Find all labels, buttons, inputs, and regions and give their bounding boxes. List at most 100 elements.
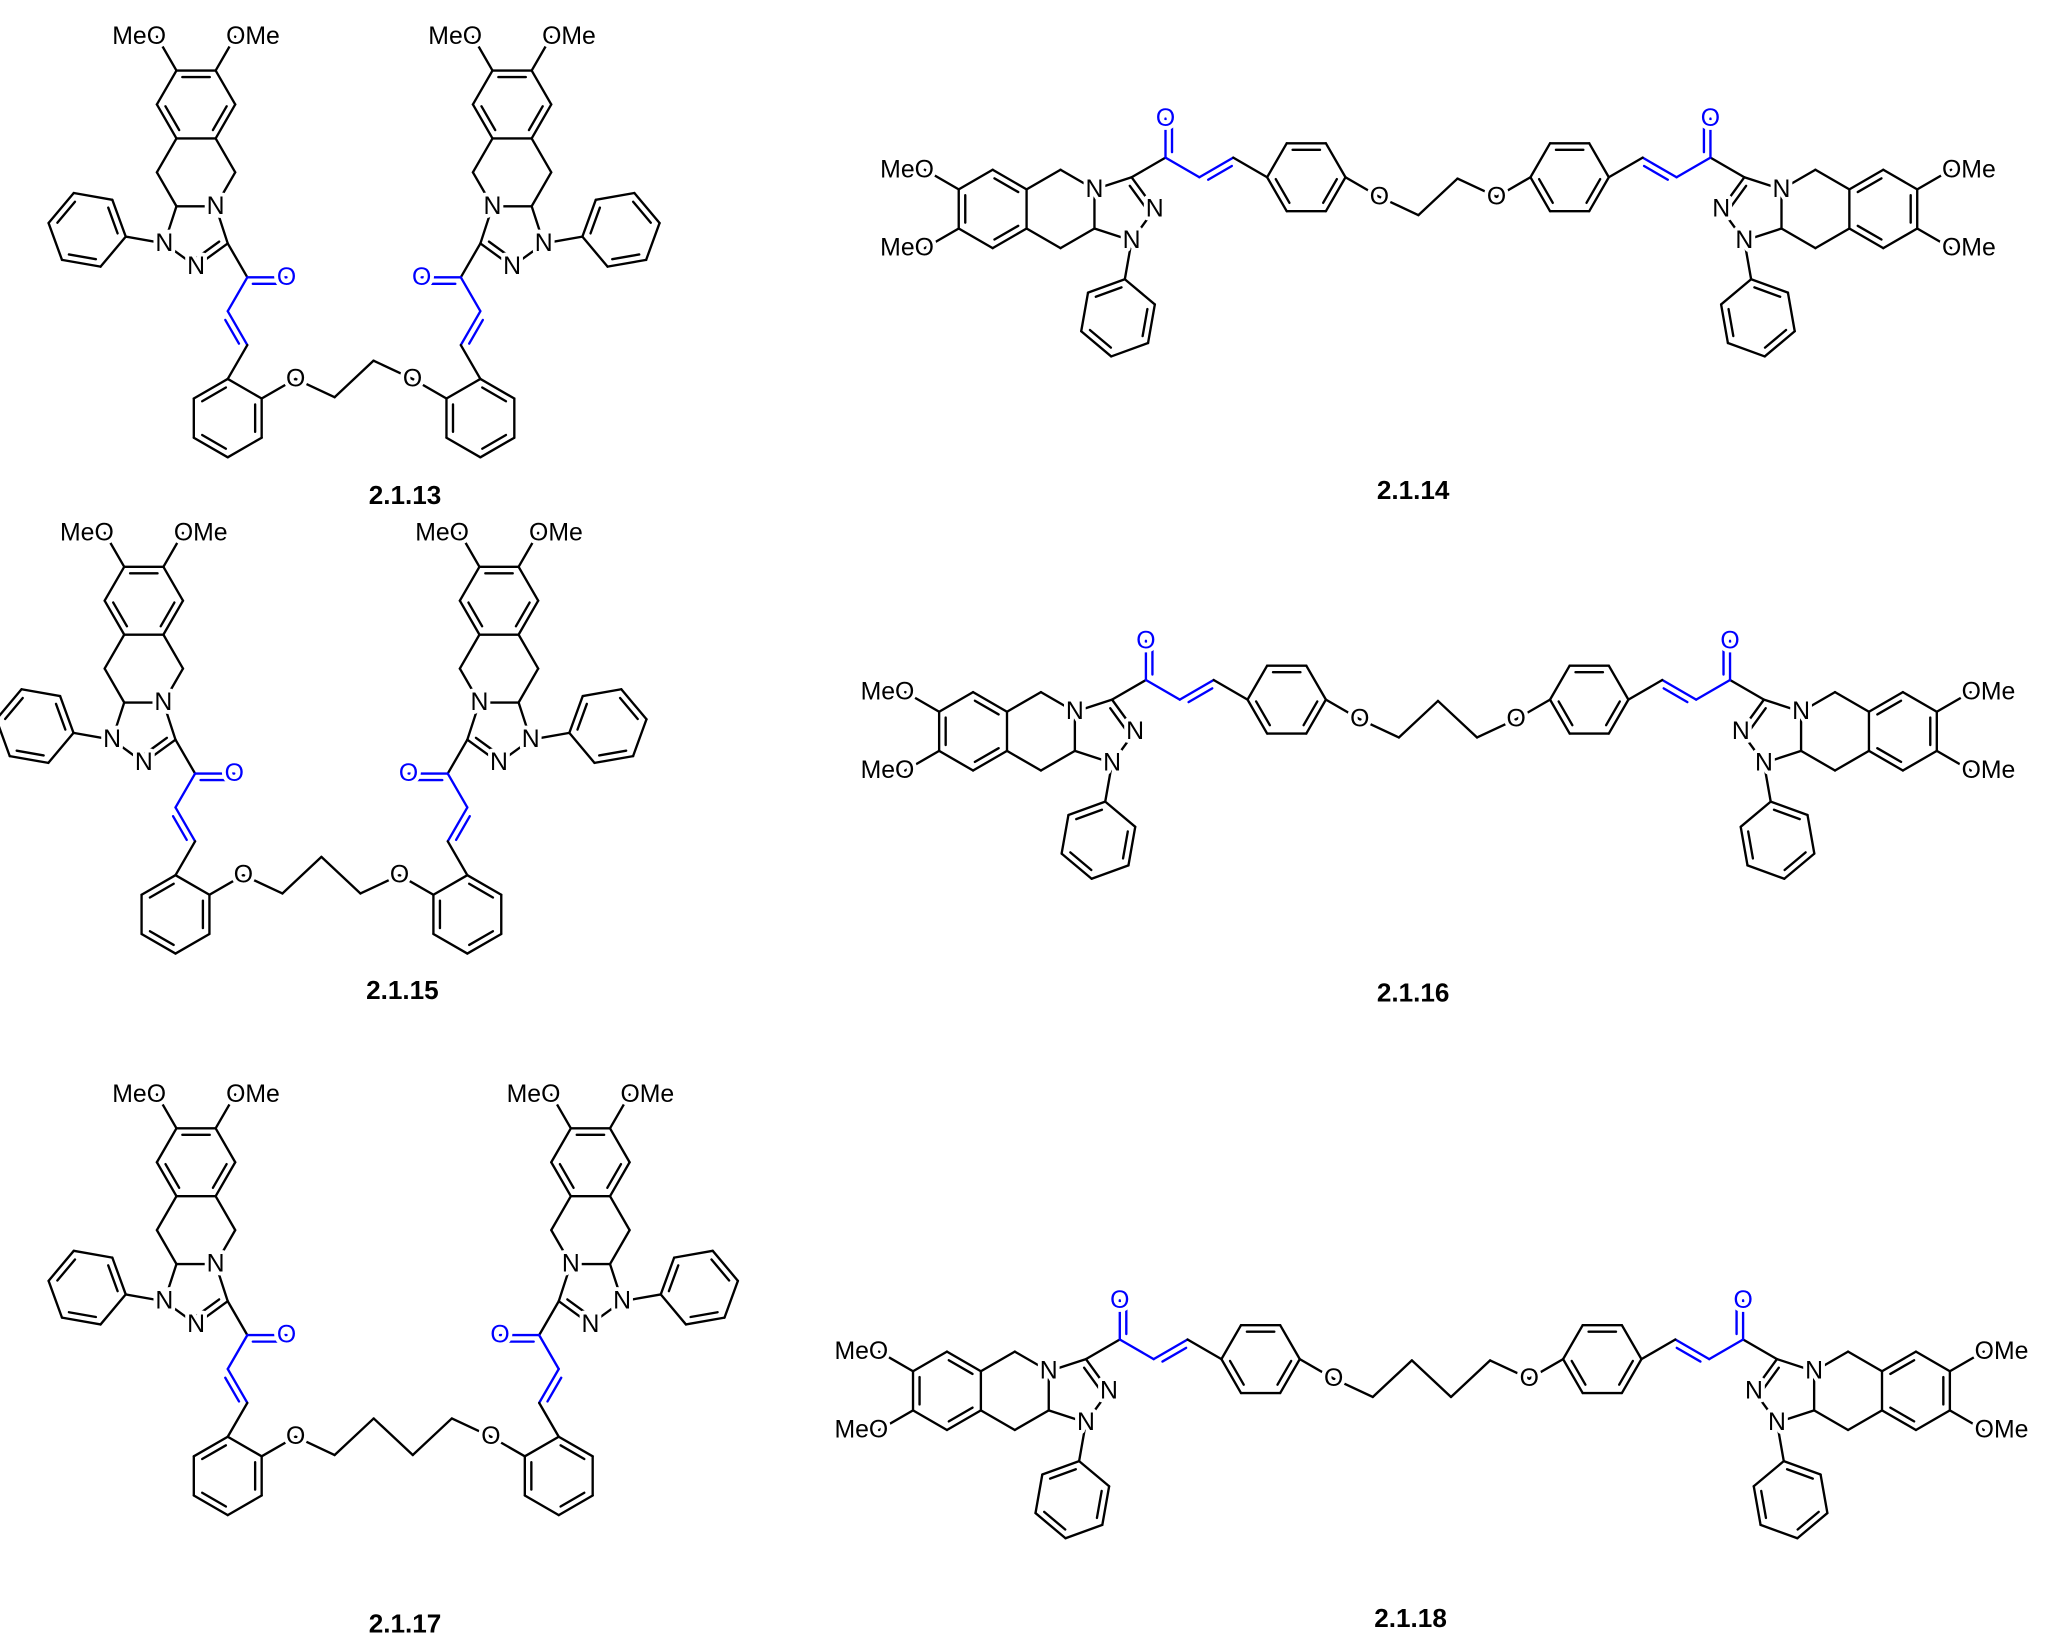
n-phenyl-bond: [1743, 239, 1753, 281]
vinyl-double-bond: [171, 815, 188, 842]
bond: [1720, 207, 1746, 242]
ether-bond: [1324, 698, 1361, 721]
ether-oxygen-label: O: [390, 862, 409, 889]
aromatic-double-bond: [1254, 700, 1272, 727]
bond: [1013, 1350, 1050, 1373]
ring-bond: [1719, 303, 1730, 345]
ether-bond: [260, 377, 297, 400]
ring-bond: [471, 69, 494, 106]
ring-bond: [1759, 1523, 1799, 1540]
aromatic-double-bond: [148, 882, 175, 899]
bond: [1846, 1350, 1884, 1373]
bond: [1640, 1338, 1677, 1361]
aromatic-double-bond: [947, 1406, 974, 1423]
bond: [608, 1195, 631, 1232]
ether-bond: [489, 1435, 526, 1458]
bond: [1110, 678, 1148, 701]
ring-bond: [633, 191, 661, 225]
bond: [1025, 168, 1062, 191]
methoxy-bond: [517, 531, 540, 568]
aromatic-double-bond: [56, 1258, 77, 1282]
ether-oxygen-label: O: [481, 1423, 500, 1450]
bond: [471, 171, 494, 208]
enone-bond: [459, 276, 482, 313]
linker-bond: [1436, 699, 1479, 739]
n-phenyl-bond: [72, 731, 114, 741]
enone-bond: [226, 1333, 249, 1371]
n-phenyl-bond: [1104, 761, 1114, 803]
ring-bond: [1726, 341, 1766, 358]
methoxy-bond: [1916, 227, 1953, 250]
ring-bond: [1880, 1350, 1918, 1373]
carbonyl-oxygen-label: O: [225, 760, 244, 787]
imine-double-bond: [1728, 184, 1748, 210]
nitrogen-label: N: [207, 1251, 225, 1278]
carbonyl-oxygen-label: O: [1156, 105, 1175, 132]
vinyl-double-bond: [467, 318, 485, 345]
aromatic-double-bond: [1276, 1359, 1293, 1386]
linker-bond: [333, 359, 375, 399]
linker-bond: [242, 874, 284, 895]
aromatic-double-bond: [1753, 286, 1782, 298]
methoxy-label: MeO: [880, 156, 934, 183]
ring-bond: [1123, 278, 1157, 306]
ring-bond: [174, 874, 211, 896]
aromatic-double-bond: [1274, 177, 1291, 205]
ring-bond: [1914, 1350, 1952, 1373]
aromatic-double-bond: [1727, 307, 1735, 338]
vinyl-bond: [174, 806, 197, 843]
aromatic-double-bond: [1557, 700, 1574, 727]
ring-bond: [1265, 176, 1288, 213]
methoxy-bond: [923, 227, 960, 250]
enone-bond: [1694, 678, 1732, 701]
bond: [1005, 749, 1043, 772]
bond: [459, 242, 482, 279]
enone-bond: [446, 772, 469, 809]
ring-bond: [530, 69, 553, 106]
aromatic-double-bond: [1322, 177, 1339, 205]
methoxy-label: OMe: [1962, 679, 2016, 706]
aromatic-double-bond: [993, 224, 1020, 241]
bond: [550, 1195, 573, 1232]
aromatic-double-bond: [611, 253, 641, 261]
methoxy-label: OMe: [1975, 1416, 2029, 1443]
ring-bond: [1620, 1357, 1643, 1395]
ring-bond: [479, 436, 516, 459]
imine-double-bond: [566, 1298, 591, 1317]
ether-oxygen-label: O: [1520, 1365, 1539, 1392]
bond: [979, 1409, 1016, 1432]
ring-bond: [1752, 1485, 1762, 1527]
ring-bond: [911, 1350, 949, 1373]
bond: [466, 701, 481, 741]
ring-bond: [937, 690, 975, 713]
enone-bond: [1708, 1338, 1745, 1361]
vinyl-bond: [1661, 678, 1698, 701]
ring-bond: [432, 932, 469, 955]
ring-bond: [1901, 749, 1938, 772]
aromatic-double-bond: [200, 433, 228, 450]
aromatic-double-bond: [1876, 747, 1903, 764]
aromatic-double-bond: [973, 699, 1000, 716]
bond: [174, 840, 197, 877]
aromatic-double-bond: [1856, 177, 1883, 194]
aromatic-double-bond: [15, 749, 45, 757]
nitrogen-label: N: [1768, 1409, 1786, 1436]
bond: [530, 137, 553, 174]
bond: [214, 205, 229, 245]
ether-bond: [208, 874, 245, 896]
linker-bond: [294, 1435, 336, 1457]
nitrogen-label: N: [1773, 176, 1791, 203]
ether-bond: [398, 874, 435, 896]
ring-bond: [60, 1316, 102, 1326]
vinyl-double-bond: [454, 815, 471, 842]
nitrogen-label: N: [207, 193, 225, 220]
ring-bond: [991, 227, 1028, 250]
aromatic-double-bond: [1760, 1489, 1768, 1520]
aromatic-double-bond: [973, 747, 1000, 764]
bond: [103, 667, 126, 704]
bond: [1812, 1350, 1850, 1373]
bond: [1212, 678, 1249, 701]
bond: [1025, 227, 1062, 250]
bond: [1013, 1409, 1050, 1432]
